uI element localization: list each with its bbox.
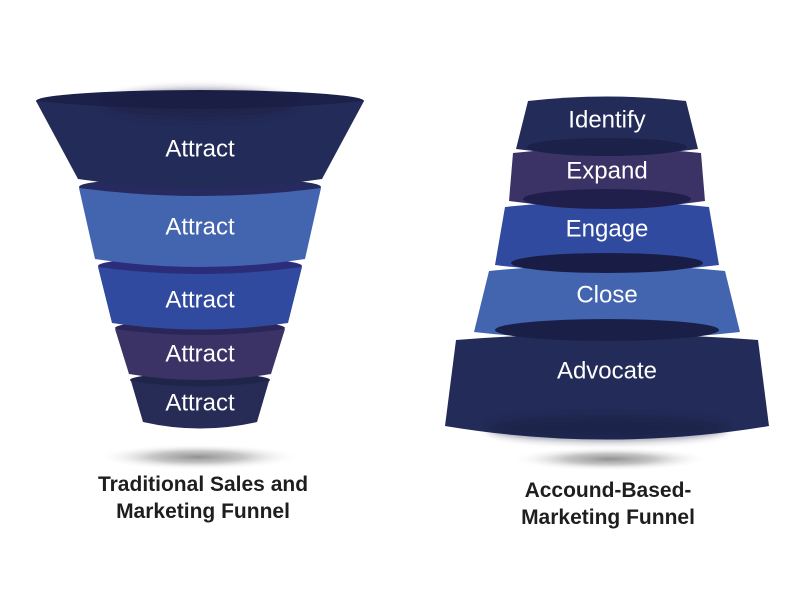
left-funnel-stage-5-label: Attract [165, 389, 235, 416]
right-funnel-rim-3 [511, 253, 703, 273]
right-funnel-stage-3-shape [495, 201, 719, 272]
right-funnel-base-shading [487, 415, 727, 441]
right-funnel-stage-1-label: Identify [568, 106, 645, 133]
left-funnel-stage-1-label: Attract [165, 135, 235, 162]
right-funnel-stage-3-label: Engage [566, 215, 649, 242]
right-funnel-stage-2-label: Expand [566, 157, 647, 184]
left-funnel-caption: Traditional Sales and Marketing Funnel [97, 473, 309, 524]
right-funnel-rim-1 [527, 138, 687, 156]
right-funnel-caption: Accound-Based- Marketing Funnel [521, 479, 695, 530]
right-funnel-stage-5-label: Advocate [557, 357, 657, 384]
right-funnel-stage-5-shape [445, 334, 769, 440]
right-funnel-rim-4 [495, 319, 719, 341]
left-funnel-stage-2-label: Attract [165, 213, 235, 240]
left-funnel-mouth-shading [104, 89, 296, 119]
left-funnel-stage-1-shape [36, 101, 364, 188]
right-funnel: Identify Expand Engage Close Advocate [445, 96, 769, 471]
left-funnel-stage-5-shape [131, 381, 269, 429]
left-funnel: Attract Attract Attract Attract Attract [36, 89, 364, 470]
left-funnel-stage-3-shape [98, 267, 302, 330]
left-funnel-stage-4-shape [115, 329, 285, 380]
right-funnel-shadow [510, 447, 710, 471]
left-funnel-stage-3-label: Attract [165, 286, 235, 313]
left-funnel-stage-2-shape [79, 188, 321, 267]
right-funnel-stage-4-shape [474, 265, 740, 340]
left-funnel-shadow [96, 444, 300, 470]
left-funnel-stage-4-label: Attract [165, 340, 235, 367]
right-funnel-stage-4-label: Close [576, 281, 637, 308]
right-funnel-rim-2 [523, 189, 691, 209]
